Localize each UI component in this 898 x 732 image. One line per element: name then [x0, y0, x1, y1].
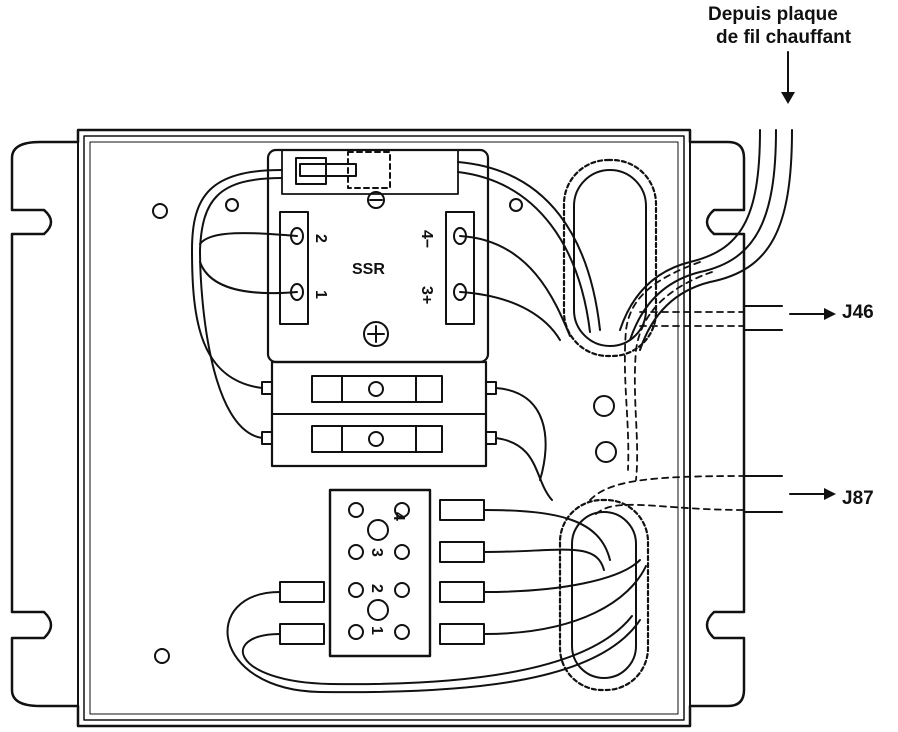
ssr-label: SSR — [352, 261, 385, 278]
terminal-3: 3 — [368, 548, 385, 557]
connector-j46-label: J46 — [842, 302, 874, 323]
mounting-plate — [10, 128, 746, 728]
terminal-1: 1 — [368, 626, 385, 635]
terminal-block — [328, 488, 432, 658]
mounting-holes — [152, 198, 523, 664]
ssr-relay — [266, 148, 490, 364]
source-caption-line2: de fil chauffant — [716, 27, 852, 48]
ground-screws — [593, 395, 617, 463]
connector-j87-label: J87 — [842, 488, 874, 509]
source-arrow — [781, 51, 795, 104]
terminal-4: 4 — [390, 512, 407, 521]
outgoing-cables — [743, 305, 836, 513]
source-caption-line1: Depuis plaque — [708, 4, 838, 25]
ssr-terminal-2: 2 — [312, 234, 329, 243]
wiring-harness — [191, 129, 793, 694]
hidden-wire-routing — [589, 261, 745, 515]
terminal-2: 2 — [368, 584, 385, 593]
ssr-terminal-1: 1 — [312, 290, 329, 299]
ssr-terminal-4: 4− — [418, 230, 435, 248]
cable-grommets — [558, 158, 658, 692]
ssr-terminal-3: 3+ — [418, 286, 435, 304]
fuse-holders — [261, 360, 497, 468]
